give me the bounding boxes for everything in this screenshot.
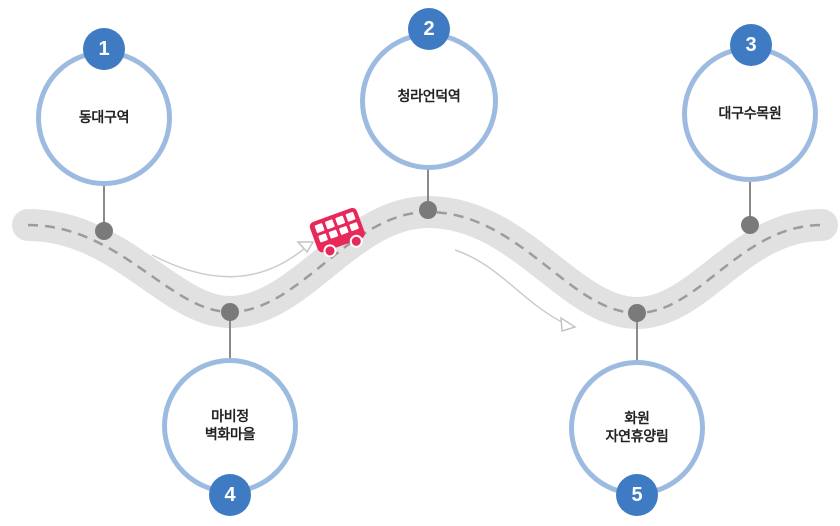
- stop-3-circle: 대구수목원: [682, 46, 818, 182]
- stop-1-label: 동대구역: [78, 110, 130, 126]
- stop-1-circle: 동대구역: [36, 50, 172, 186]
- stop-4-number-badge: 4: [209, 474, 251, 516]
- stop-4-label: 마비정 벽화마을: [204, 409, 256, 443]
- node-stop-2: [419, 201, 437, 219]
- stop-5-number-badge: 5: [616, 474, 658, 516]
- stop-1-number-badge: 1: [83, 28, 125, 70]
- bus-icon: [309, 207, 365, 258]
- node-stop-3: [741, 216, 759, 234]
- motion-arrowhead-1: [296, 241, 315, 254]
- motion-arrowhead-2: [560, 316, 577, 332]
- node-stop-1: [95, 222, 113, 240]
- node-stop-4: [221, 303, 239, 321]
- motion-arrow-2: [454, 249, 567, 325]
- stop-3-label: 대구수목원: [718, 106, 782, 122]
- stop-2-circle: 청라언덕역: [360, 32, 498, 170]
- node-stop-5: [628, 304, 646, 322]
- stop-2-number-badge: 2: [408, 8, 450, 50]
- stop-3-number-badge: 3: [730, 24, 772, 66]
- motion-arrow-1: [151, 247, 306, 278]
- road-path: [12, 195, 838, 330]
- stop-2-label: 청라언덕역: [397, 89, 461, 105]
- stop-5-label: 화원 자연휴양림: [605, 411, 669, 445]
